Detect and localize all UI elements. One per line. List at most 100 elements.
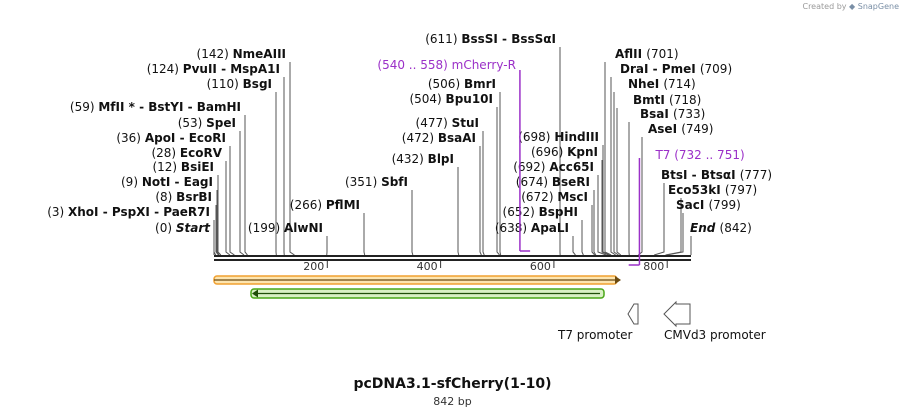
site-label-noti[interactable]: (9) NotI - EagI: [121, 175, 213, 189]
site-label-bsgi[interactable]: (110) BsgI: [207, 77, 272, 91]
snapgene-credit: Created by ◆ SnapGene: [802, 2, 899, 11]
site-label-bsaai[interactable]: (472) BsaAI: [402, 131, 476, 145]
site-label-msci[interactable]: (672) MscI: [521, 190, 588, 204]
site-label-pvuii[interactable]: (124) PvuII - MspA1I: [147, 62, 280, 76]
site-name: ApoI - EcoRI: [145, 131, 226, 145]
site-label-btsi[interactable]: BtsI - BtsαI (777): [661, 168, 772, 182]
primers: (540 .. 558) mCherry-R T7 (732 .. 751): [377, 58, 745, 266]
site-label-blpi[interactable]: (432) BlpI: [392, 152, 454, 166]
axis-tick-label: 200: [303, 260, 324, 273]
site-name: BmrI: [464, 77, 496, 91]
site-name: BsaI: [640, 107, 673, 121]
site-name: Eco53kI: [668, 183, 725, 197]
site-leader-line: [213, 220, 217, 256]
axis-tick-label: 800: [643, 260, 664, 273]
site-label-drai[interactable]: DraI - PmeI (709): [620, 62, 732, 76]
site-leader-line: [593, 190, 597, 256]
site-name: StuI: [452, 116, 479, 130]
t7-promoter-arrow-icon[interactable]: [627, 303, 639, 325]
site-label-mfii[interactable]: (59) MfII * - BstYI - BamHI: [70, 100, 241, 114]
site-label-bsai[interactable]: BsaI (733): [640, 107, 705, 121]
site-label-bmti[interactable]: BmtI (718): [633, 93, 701, 107]
site-position: (674): [516, 175, 552, 189]
site-position: (698): [518, 130, 554, 144]
site-label-hindiii[interactable]: (698) HindIII: [518, 130, 599, 144]
site-label-apali[interactable]: (638) ApaLI: [495, 221, 569, 235]
site-name: BspHI: [539, 205, 578, 219]
site-name: Start: [176, 221, 211, 235]
site-leader-line: [666, 213, 684, 256]
site-position: (199): [248, 221, 284, 235]
site-position: (432): [392, 152, 428, 166]
site-name: BsgI: [243, 77, 272, 91]
site-leader-line: [654, 183, 665, 256]
plasmid-title: pcDNA3.1-sfCherry(1-10): [353, 376, 552, 392]
site-label-bsssi[interactable]: (611) BssSI - BssSαI: [425, 32, 556, 46]
snapgene-logo-icon: ◆: [849, 2, 856, 11]
site-label-bmri[interactable]: (506) BmrI: [428, 77, 496, 91]
site-label-kpni[interactable]: (696) KpnI: [531, 145, 598, 159]
linear-map: (0) Start (3) XhoI - PspXI - PaeR7I(8) Bs…: [47, 32, 772, 328]
site-name: NotI - EagI: [142, 175, 213, 189]
site-label-bsrbi[interactable]: (8) BsrBI: [155, 190, 212, 204]
site-label-end[interactable]: End (842): [690, 221, 752, 235]
site-label-nhei[interactable]: NheI (714): [628, 77, 696, 91]
site-leader-line: [604, 62, 612, 256]
site-position: (799): [709, 198, 741, 212]
site-label-bpu10i[interactable]: (504) Bpu10I: [409, 92, 493, 106]
site-lines: [213, 47, 692, 256]
site-position: (59): [70, 100, 98, 114]
site-label-xhoi[interactable]: (3) XhoI - PspXI - PaeR7I: [47, 205, 210, 219]
site-position: (701): [646, 47, 678, 61]
site-label-pflmi[interactable]: (266) PflMI: [290, 198, 360, 212]
site-name: BseRI: [552, 175, 590, 189]
site-label-bsphi[interactable]: (652) BspHI: [503, 205, 578, 219]
site-name: Acc65I: [549, 160, 594, 174]
credit-brand: SnapGene: [857, 2, 899, 11]
site-label-apoi[interactable]: (36) ApoI - EcoRI: [116, 131, 226, 145]
site-label-start[interactable]: (0) Start: [155, 221, 211, 235]
site-name: BssSI - BssSαI: [461, 32, 556, 46]
site-label-asei[interactable]: AseI (749): [648, 122, 714, 136]
feature-label-cmvd3-promoter[interactable]: CMVd3 promoter: [664, 328, 766, 342]
site-label-bsiei[interactable]: (12) BsiEI: [152, 160, 214, 174]
site-position: (842): [720, 221, 752, 235]
primer-label-t7[interactable]: T7 (732 .. 751): [654, 148, 744, 162]
site-position: (12): [152, 160, 180, 174]
axis-tick-label: 600: [530, 260, 551, 273]
site-position: (110): [207, 77, 243, 91]
site-position: (696): [531, 145, 567, 159]
cmvd3-promoter-arrow-icon[interactable]: [663, 300, 691, 328]
site-name: HindIII: [554, 130, 599, 144]
site-position: (266): [290, 198, 326, 212]
site-position: (709): [700, 62, 732, 76]
site-label-saci[interactable]: SacI (799): [676, 198, 741, 212]
feature-label-t7-promoter[interactable]: T7 promoter: [558, 328, 633, 342]
site-position: (477): [416, 116, 452, 130]
site-name: PflMI: [326, 198, 360, 212]
site-position: (9): [121, 175, 142, 189]
site-name: BtsI - BtsαI: [661, 168, 740, 182]
site-label-stui[interactable]: (477) StuI: [416, 116, 479, 130]
site-label-ecorv[interactable]: (28) EcoRV: [151, 146, 222, 160]
site-leader-line: [244, 115, 248, 256]
site-label-sbfi[interactable]: (351) SbfI: [345, 175, 408, 189]
site-leader-line: [289, 62, 295, 256]
site-name: NheI: [628, 77, 663, 91]
backbone: [214, 255, 691, 261]
site-label-alwni[interactable]: (199) AlwNI: [248, 221, 323, 235]
site-label-eco53ki[interactable]: Eco53kI (797): [668, 183, 757, 197]
site-name: XhoI - PspXI - PaeR7I: [68, 205, 210, 219]
primer-label-mcherry-r[interactable]: (540 .. 558) mCherry-R: [377, 58, 516, 72]
site-label-acc65i[interactable]: (692) Acc65I: [513, 160, 594, 174]
site-leader-line: [411, 190, 414, 256]
site-leader-line: [239, 131, 245, 256]
site-position: (777): [740, 168, 772, 182]
site-label-bseri[interactable]: (674) BseRI: [516, 175, 590, 189]
site-label-aflii[interactable]: AflII (701): [615, 47, 679, 61]
site-label-spei[interactable]: (53) SpeI: [178, 116, 236, 130]
site-name: AlwNI: [284, 221, 323, 235]
site-leader-line: [591, 205, 596, 256]
site-label-nmeaiii[interactable]: (142) NmeAIII: [197, 47, 286, 61]
site-name: BsiEI: [181, 160, 214, 174]
